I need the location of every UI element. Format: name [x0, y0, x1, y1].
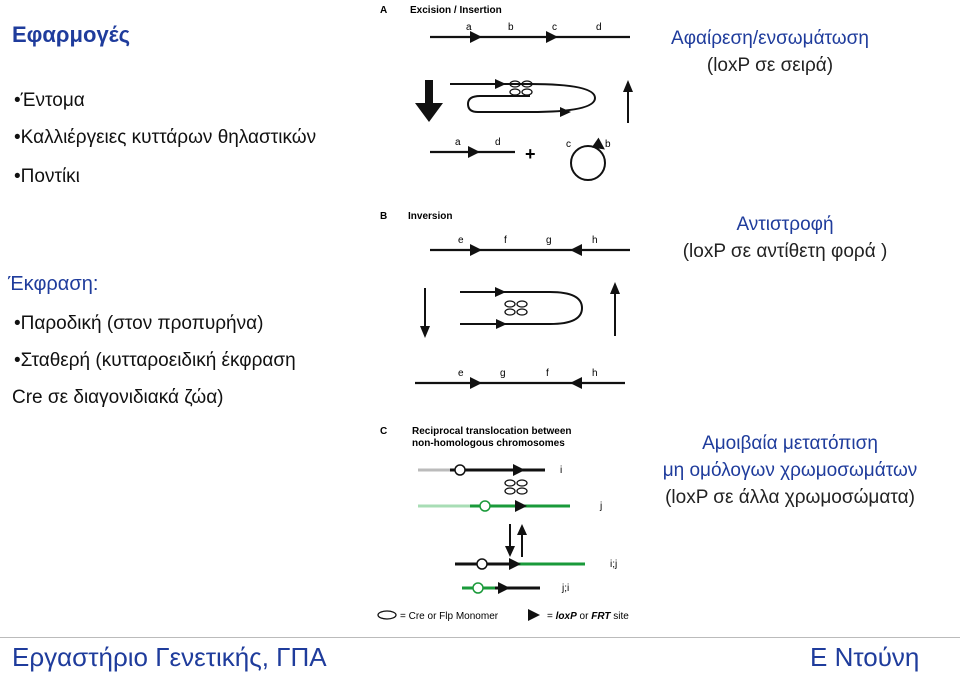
excised-circle: [570, 145, 606, 181]
panel-b-label-f: f: [504, 235, 507, 246]
panel-a-circle-c: c: [566, 139, 571, 150]
panel-a-label-c: c: [552, 22, 557, 33]
panel-b-product-loxp-1: [470, 377, 482, 389]
panel-c-letter: C: [380, 426, 387, 437]
legend-site-loxp: loxP: [556, 611, 577, 622]
panel-b-label-e: e: [458, 235, 464, 246]
inversion-arrow-down: [420, 326, 430, 338]
legend-site-prefix: =: [547, 611, 553, 622]
label-j: j: [599, 501, 602, 512]
panel-a-loxp-2: [546, 31, 558, 43]
product-ij-loxp: [509, 558, 521, 570]
cre-synapse-c: [504, 479, 528, 495]
legend-site-or: or: [580, 611, 590, 622]
translocation-note: (loxP σε άλλα χρωμοσώματα): [665, 487, 915, 508]
panel-c-title-1: Reciprocal translocation between: [412, 426, 572, 437]
panel-a-title: Excision / Insertion: [410, 5, 502, 16]
panel-a-label-b: b: [508, 22, 514, 33]
application-item-insects: •Έντομα: [14, 90, 85, 111]
inversion-loop: [460, 291, 584, 325]
legend-site-icon: [528, 609, 540, 621]
chrom-i-centromere: [454, 464, 466, 476]
chrom-j-loxp: [515, 500, 527, 512]
chrom-i-loxp: [513, 464, 525, 476]
label-ji: j;i: [561, 583, 569, 594]
panel-c-title-2: non-homologous chromosomes: [412, 438, 565, 449]
expression-item-transient: •Παροδική (στον προπυρήνα): [14, 313, 264, 334]
translocation-title: Αμοιβαία μετατόπιση: [702, 433, 878, 454]
footer-lab-name: Εργαστήριο Γενετικής, ΓΠΑ: [12, 642, 327, 672]
panel-b-loxp-2: [570, 244, 582, 256]
legend-monomer: = Cre or Flp Monomer: [400, 611, 499, 622]
inversion-subtitle: (loxP σε αντίθετη φορά ): [682, 241, 888, 262]
panel-a-product-a: a: [455, 137, 461, 148]
insertion-arrow-up: [623, 80, 633, 92]
product-ij-centromere: [476, 558, 488, 570]
label-ij: i;j: [610, 559, 617, 570]
panel-b-product-f: f: [546, 368, 549, 379]
panel-b-product-loxp-2: [570, 377, 582, 389]
excision-arrow-down: [415, 80, 443, 122]
excision-subtitle: (loxP σε σειρά): [706, 55, 834, 76]
inv-loop-loxp-2: [496, 319, 507, 329]
product-ji-centromere: [472, 582, 484, 594]
translocation-subtitle: μη ομόλογων χρωμοσωμάτων: [662, 460, 918, 481]
inversion-title: Αντιστροφή: [736, 214, 834, 235]
inv-loop-loxp-1: [495, 287, 506, 297]
expression-item-stable: •Σταθερή (κυτταροειδική έκφραση: [14, 350, 296, 371]
trans-arrow-down: [505, 546, 515, 557]
excision-title: Αφαίρεση/ενσωμάτωση: [671, 28, 869, 49]
panel-a-product-loxp: [468, 146, 480, 158]
panel-b-product-g: g: [500, 368, 506, 379]
footer-author: Ε Ντούνη: [810, 642, 920, 672]
cre-lox-figure: A Excision / Insertion a b c d a d + c b…: [377, 5, 633, 622]
expression-item-stable-cont: Cre σε διαγονιδιακά ζώα): [12, 387, 224, 408]
expression-title: Έκφραση:: [8, 273, 99, 295]
panel-a-circle-b: b: [605, 139, 611, 150]
legend-site-frt: FRT: [591, 611, 611, 622]
panel-a-label-a: a: [466, 22, 472, 33]
panel-b-label-g: g: [546, 235, 552, 246]
panel-a-label-d: d: [596, 22, 602, 33]
inversion-arrow-up: [610, 282, 620, 294]
panel-b-title: Inversion: [408, 211, 452, 222]
chrom-j-centromere: [479, 500, 491, 512]
application-item-cell-cultures: •Καλλιέργειες κυττάρων θηλαστικών: [14, 127, 317, 148]
panel-a-loxp-1: [470, 31, 482, 43]
trans-arrow-up: [517, 524, 527, 535]
panel-b-product-h: h: [592, 368, 598, 379]
legend-site-suffix: site: [613, 611, 629, 622]
loop-loxp-2: [560, 107, 571, 117]
legend-site: = loxP or FRT site: [547, 611, 629, 622]
cre-synapse-b: [504, 300, 528, 316]
panel-b-loxp-1: [470, 244, 482, 256]
application-item-mouse: •Ποντίκι: [14, 166, 80, 187]
label-i: i: [560, 465, 562, 476]
applications-title: Εφαρμογές: [12, 22, 131, 47]
panel-a-product-d: d: [495, 137, 501, 148]
panel-b-label-h: h: [592, 235, 598, 246]
footer-divider: [0, 637, 960, 638]
product-ji-loxp: [498, 582, 510, 594]
legend-monomer-icon: [377, 610, 397, 620]
panel-a-letter: A: [380, 5, 387, 16]
loop-loxp-1: [495, 79, 506, 89]
panel-b-product-e: e: [458, 368, 464, 379]
circle-loxp: [591, 137, 605, 150]
excision-loop: [450, 83, 597, 113]
panel-b-letter: B: [380, 211, 387, 222]
plus-sign: +: [525, 144, 536, 164]
